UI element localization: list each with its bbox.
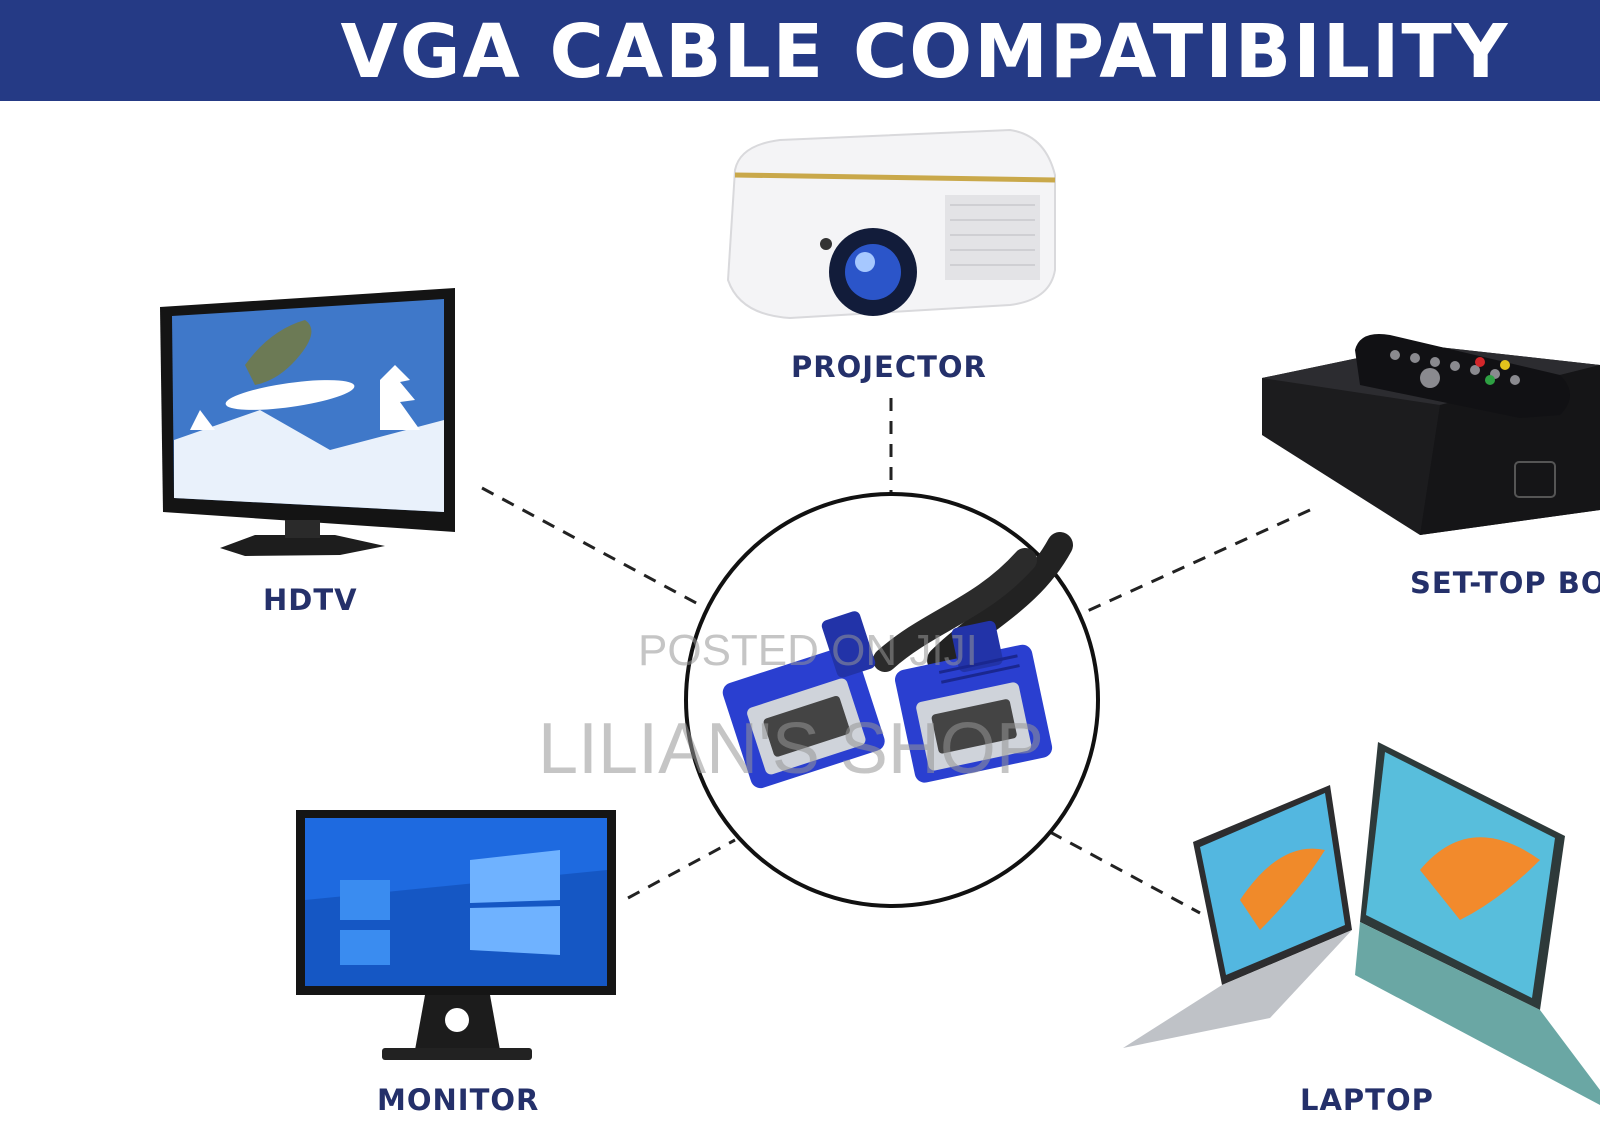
laptop-image [1123,742,1600,1105]
label-set-top-box: SET-TOP BO [1410,566,1600,600]
label-hdtv: HDTV [263,583,358,617]
connector-monitor [627,838,736,900]
label-monitor: MONITOR [377,1083,540,1117]
set-top-box-image [1262,334,1600,535]
page-title: VGA CABLE COMPATIBILITY [340,9,1510,95]
title-banner: VGA CABLE COMPATIBILITY [0,0,1600,101]
hdtv-image [160,288,455,556]
connector-laptop [1049,830,1201,915]
watermark-line-2: LILIAN'S SHOP [538,709,1044,789]
connector-set-top-box [1084,508,1311,614]
monitor-image [296,810,616,1060]
label-laptop: LAPTOP [1300,1083,1434,1117]
watermark-line-1: POSTED ON JIJI [638,626,978,675]
projector-image [726,128,1056,320]
connector-hdtv [481,486,701,607]
vga-cable-image [684,492,1100,908]
label-projector: PROJECTOR [791,350,987,384]
